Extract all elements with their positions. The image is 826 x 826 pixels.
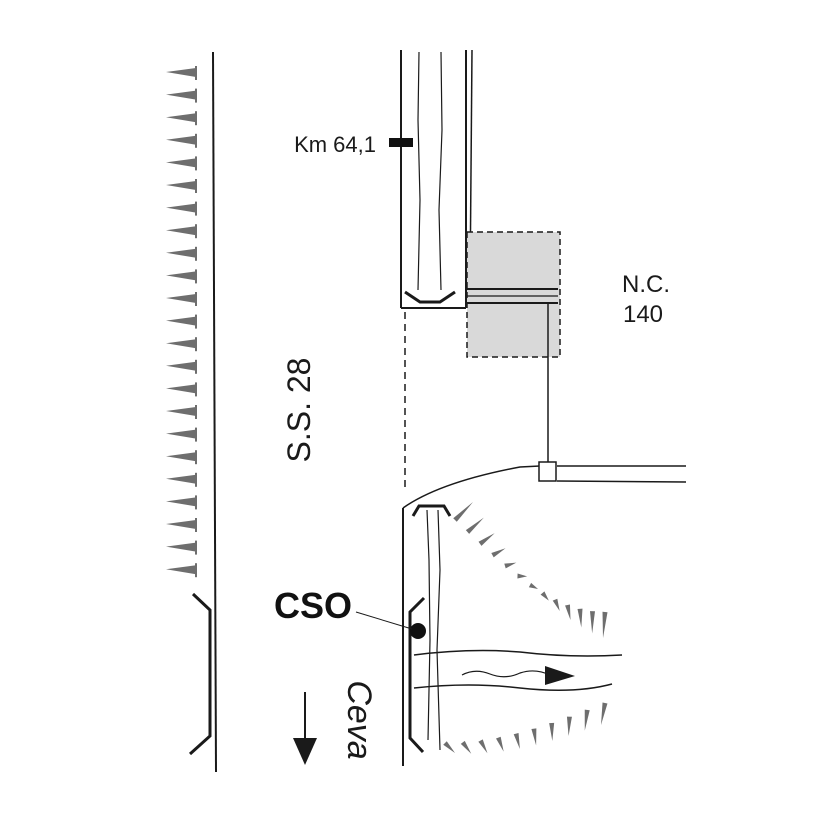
side-road	[402, 465, 687, 766]
slope-mark	[166, 158, 196, 168]
direction-label: Ceva	[340, 680, 378, 759]
bank-mark	[577, 608, 583, 628]
flow-arrow	[545, 666, 575, 685]
direction-arrow-head	[293, 738, 317, 765]
bank-hatch	[443, 502, 608, 754]
left-guardrail	[188, 592, 212, 756]
slope-mark	[166, 384, 196, 394]
upper-channel	[400, 49, 473, 309]
slope-mark	[166, 135, 196, 145]
bank-mark	[602, 611, 608, 638]
road-label: S.S. 28	[281, 358, 317, 463]
slope-mark	[166, 542, 196, 552]
slope-mark	[166, 90, 196, 100]
bank-mark	[552, 598, 560, 612]
bank-mark	[540, 591, 549, 601]
bank-mark	[601, 702, 608, 725]
highlight-area	[466, 231, 561, 358]
bank-mark	[504, 562, 517, 569]
left-road-edge	[212, 51, 217, 773]
slope-mark	[166, 407, 196, 416]
bank-mark	[590, 611, 595, 634]
slope-mark	[166, 316, 196, 326]
bank-mark	[517, 573, 528, 579]
pipe-section	[466, 288, 558, 463]
bank-mark	[491, 548, 506, 558]
bank-mark	[584, 709, 590, 731]
slope-mark	[166, 68, 196, 77]
cso-label: CSO	[274, 585, 352, 626]
slope-mark	[166, 452, 196, 462]
slope-mark	[166, 248, 196, 258]
bank-mark	[460, 740, 472, 754]
bank-mark	[531, 728, 537, 746]
bank-mark	[513, 733, 520, 749]
bank-mark	[465, 517, 484, 534]
cso-leader	[355, 611, 413, 630]
slope-mark	[166, 565, 196, 575]
bank-mark	[443, 741, 455, 753]
bank-mark	[528, 582, 538, 590]
bank-mark	[478, 533, 495, 546]
slope-mark	[166, 429, 196, 439]
cso-point	[410, 623, 426, 639]
nc-label-line2: 140	[623, 301, 663, 328]
slope-mark	[166, 203, 196, 213]
slope-mark	[166, 339, 196, 349]
slope-mark	[166, 271, 196, 281]
outlet-stream	[413, 649, 623, 691]
km-label: Km 64,1	[294, 132, 376, 157]
manhole-square	[538, 461, 557, 482]
slope-mark	[166, 474, 196, 484]
slope-mark	[166, 294, 196, 303]
bank-mark	[495, 736, 504, 752]
bank-mark	[549, 722, 555, 741]
km-marker	[389, 138, 413, 147]
slope-mark	[166, 361, 196, 371]
slope-mark	[166, 520, 196, 529]
slope-mark	[166, 181, 196, 190]
bank-mark	[566, 716, 572, 737]
nc-label-line1: N.C.	[622, 271, 670, 298]
slope-mark	[166, 113, 196, 123]
bank-mark	[478, 739, 488, 754]
bank-mark	[565, 604, 571, 620]
bank-mark	[453, 502, 473, 522]
left-embankment-hatch	[166, 66, 197, 578]
slope-mark	[166, 226, 196, 236]
slope-mark	[166, 497, 196, 507]
lower-channel	[408, 504, 452, 754]
